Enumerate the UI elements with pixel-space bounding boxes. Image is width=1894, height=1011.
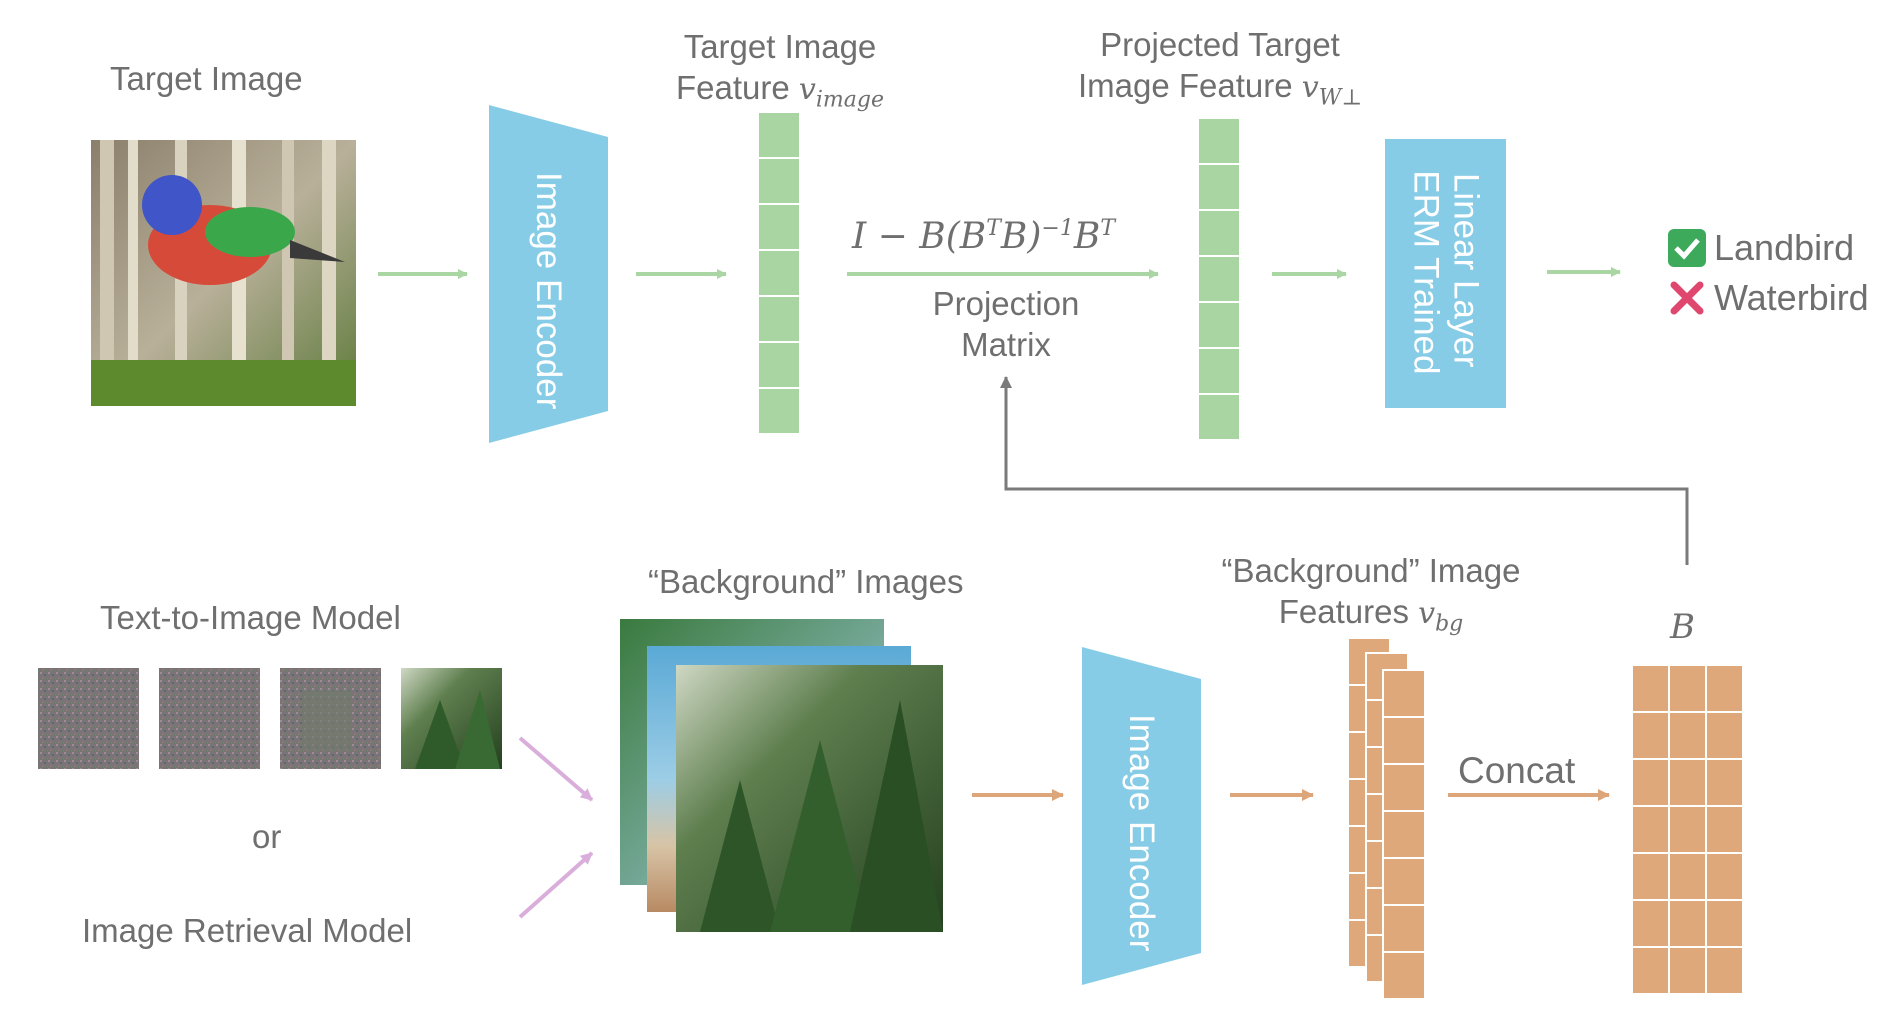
feedback-arrow [1000, 376, 1689, 565]
erm-linear-layer-box [1385, 139, 1506, 408]
linear-layer-line1: Linear Layer [1446, 172, 1486, 368]
b-matrix-label: B [1670, 607, 1695, 647]
text-to-image-thumbnails [38, 668, 502, 769]
check-box-icon [1668, 229, 1706, 267]
target-image-label: Target Image [110, 60, 303, 97]
projected-feature-label-line1: Projected Target [1100, 26, 1340, 63]
background-images-stack [620, 619, 943, 932]
bg-feature-label-text: Features [1278, 593, 1419, 631]
projection-label-line2: Matrix [961, 326, 1051, 364]
projected-feature-label-text: Image Feature [1077, 67, 1302, 105]
cross-icon [1668, 279, 1706, 317]
projected-feature-label-line2: Image Feature vW⊥ [1055, 65, 1385, 112]
top-image-encoder-shape [489, 105, 608, 443]
target-feature-label-line2: Feature vimage [652, 67, 908, 114]
linear-layer-label: Linear Layer ERM Trained [1405, 170, 1486, 375]
target-feature-label: Target Image Feature vimage [652, 26, 908, 114]
text-to-image-label: Text-to-Image Model [100, 599, 401, 636]
background-feature-label: “Background” Image Features vbg [1206, 550, 1536, 638]
projected-feature-vector [1197, 117, 1241, 441]
projected-feature-symbol: v [1301, 70, 1319, 106]
b-matrix-grid [1631, 664, 1744, 995]
target-feature-vector [757, 111, 801, 435]
projected-feature-label: Projected Target Image Feature vW⊥ [1055, 24, 1385, 112]
top-encoder-label: Image Encoder [529, 172, 568, 410]
image-retrieval-label: Image Retrieval Model [82, 912, 413, 949]
or-label: or [252, 818, 282, 855]
projection-formula: I − B(BTB)−1BT [852, 216, 1116, 257]
bg-feature-subscript: bg [1435, 611, 1464, 637]
bg-feature-label-line1: “Background” Image [1221, 552, 1521, 589]
target-feature-symbol: v [798, 72, 816, 108]
generator-arrows [518, 736, 594, 919]
target-feature-label-line1: Target Image [683, 28, 877, 65]
projection-label-line1: Projection [932, 285, 1080, 322]
target-bird-image [91, 140, 356, 406]
target-feature-label-text: Feature [676, 69, 799, 107]
bg-feature-symbol: v [1418, 596, 1436, 632]
output-landbird-label: Landbird [1714, 227, 1855, 268]
target-feature-subscript: image [815, 87, 884, 113]
bottom-encoder-label: Image Encoder [1122, 714, 1161, 952]
linear-layer-line2: ERM Trained [1406, 170, 1445, 375]
output-waterbird-label: Waterbird [1714, 277, 1869, 318]
projection-matrix-label: Projection Matrix [906, 283, 1106, 366]
bottom-image-encoder-shape [1082, 647, 1201, 985]
background-feature-vectors [1347, 637, 1426, 1000]
projected-feature-subscript: W⊥ [1318, 85, 1363, 111]
bg-feature-label-line2: Features vbg [1206, 591, 1536, 638]
concat-label: Concat [1458, 750, 1576, 791]
background-images-label: “Background” Images [648, 563, 964, 600]
top-flow-arrows [378, 267, 1621, 279]
